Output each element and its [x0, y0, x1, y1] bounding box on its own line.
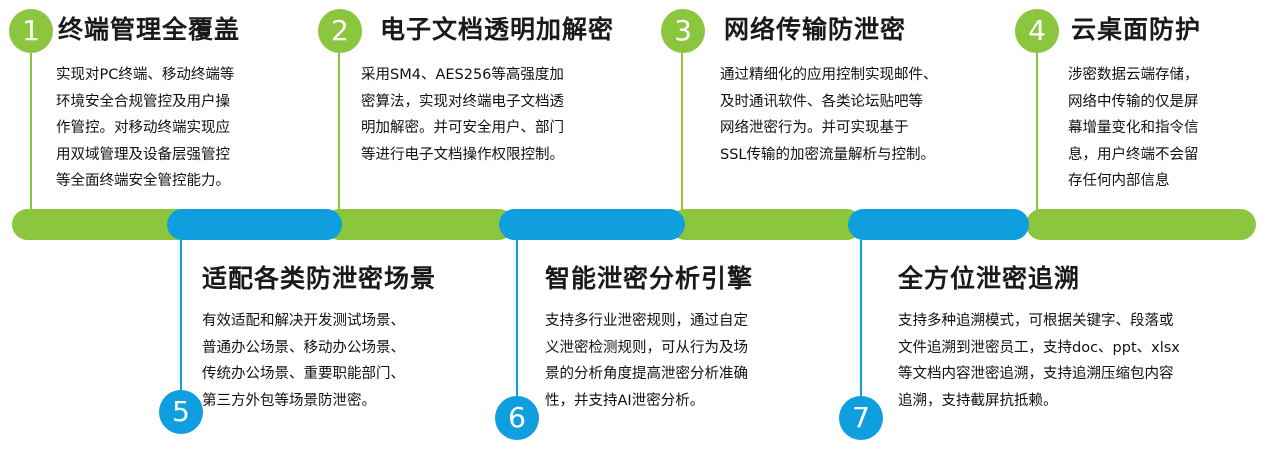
feature-description: 涉密数据云端存储， 网络中传输的仅是屏 幕增量变化和指令信 息，用户终端不会留 …	[1068, 67, 1199, 189]
feature-title: 网络传输防泄密	[724, 15, 907, 44]
feature-title: 智能泄密分析引擎	[545, 264, 754, 293]
number-badge: 1	[9, 9, 53, 53]
bar-green-1	[12, 209, 202, 240]
number-badge: 7	[839, 396, 883, 440]
feature-description: 支持多种追溯模式，可根据关键字、段落或 文件追溯到泄密员工，支持doc、ppt、…	[898, 313, 1180, 409]
bar-blue-1	[167, 209, 342, 240]
bar-green-2	[324, 209, 514, 240]
number-badge: 3	[661, 9, 705, 53]
bar-blue-2	[499, 209, 685, 240]
bar-blue-3	[848, 209, 1029, 240]
feature-description: 实现对PC终端、移动终端等 环境安全合规管控及用户操 作管控。对移动终端实现应 …	[56, 67, 235, 189]
number-badge: 5	[159, 390, 203, 434]
feature-description: 有效适配和解决开发测试场景、 普通办公场景、移动办公场景、 传统办公场景、重要职…	[202, 313, 405, 409]
bar-green-3	[670, 209, 862, 240]
feature-title: 电子文档透明加解密	[380, 15, 615, 44]
feature-title: 全方位泄密追溯	[898, 264, 1081, 293]
feature-title: 云桌面防护	[1071, 15, 1202, 44]
feature-description: 采用SM4、AES256等高强度加 密算法，实现对终端电子文档透 明加解密。并可…	[361, 67, 564, 163]
feature-title: 适配各类防泄密场景	[202, 264, 437, 293]
bar-green-4	[1026, 209, 1256, 240]
feature-description: 支持多行业泄密规则，通过自定 义泄密检测规则，可从行为及场 景的分析角度提高泄密…	[545, 313, 748, 409]
number-badge: 4	[1015, 9, 1059, 53]
number-badge: 2	[318, 9, 362, 53]
number-badge: 6	[495, 396, 539, 440]
feature-description: 通过精细化的应用控制实现邮件、 及时通讯软件、各类论坛贴吧等 网络泄密行为。并可…	[720, 67, 938, 163]
feature-title: 终端管理全覆盖	[58, 15, 241, 44]
